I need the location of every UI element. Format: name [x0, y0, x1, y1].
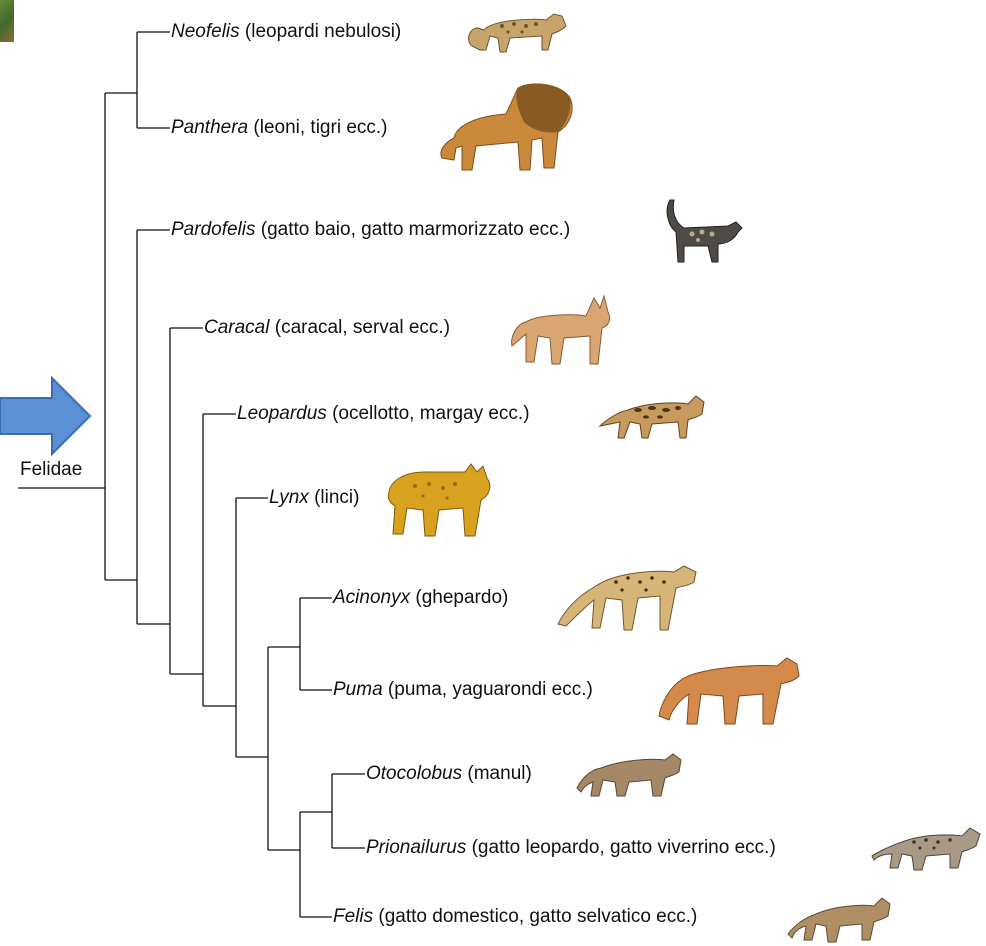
- common-names: (ghepardo): [410, 587, 508, 608]
- common-names: (gatto leopardo, gatto viverrino ecc.): [466, 837, 775, 858]
- genus-name: Felis: [333, 906, 373, 927]
- common-names: (manul): [462, 763, 532, 784]
- taxon-label-lynx: Lynx (linci): [269, 487, 359, 509]
- genus-name: Panthera: [171, 117, 248, 138]
- genus-name: Otocolobus: [366, 763, 462, 784]
- lion-image: [436, 80, 581, 175]
- taxon-label-prionailurus: Prionailurus (gatto leopardo, gatto vive…: [366, 837, 776, 859]
- genus-name: Puma: [333, 679, 383, 700]
- genus-name: Prionailurus: [366, 837, 466, 858]
- taxon-label-leopardus: Leopardus (ocellotto, margay ecc.): [237, 403, 530, 425]
- taxon-label-neofelis: Neofelis (leopardi nebulosi): [171, 21, 401, 43]
- manul-image: [573, 750, 685, 800]
- caracal-image: [508, 290, 618, 368]
- leopard-cat-image: [870, 820, 982, 872]
- genus-name: Caracal: [204, 317, 269, 338]
- taxon-label-caracal: Caracal (caracal, serval ecc.): [204, 317, 450, 339]
- wildcat-image: [786, 892, 892, 944]
- taxon-label-acinonyx: Acinonyx (ghepardo): [333, 587, 508, 609]
- common-names: (leoni, tigri ecc.): [248, 117, 387, 138]
- ocelot-image: [598, 390, 708, 442]
- taxon-label-panthera: Panthera (leoni, tigri ecc.): [171, 117, 388, 139]
- common-names: (caracal, serval ecc.): [269, 317, 450, 338]
- clouded-leopard-image: [462, 6, 574, 56]
- common-names: (gatto baio, gatto marmorizzato ecc.): [256, 219, 571, 240]
- common-names: (leopardi nebulosi): [240, 21, 402, 42]
- genus-name: Acinonyx: [333, 587, 410, 608]
- genus-name: Pardofelis: [171, 219, 256, 240]
- marbled-cat-image: [662, 196, 744, 268]
- root-label: Felidae: [20, 459, 82, 481]
- taxon-label-otocolobus: Otocolobus (manul): [366, 763, 532, 785]
- genus-name: Leopardus: [237, 403, 327, 424]
- taxon-label-pardofelis: Pardofelis (gatto baio, gatto marmorizza…: [171, 219, 570, 241]
- arrow-icon: [0, 378, 90, 454]
- common-names: (puma, yaguarondi ecc.): [383, 679, 593, 700]
- genus-name: Lynx: [269, 487, 309, 508]
- puma-image: [655, 654, 803, 728]
- taxon-label-felis: Felis (gatto domestico, gatto selvatico …: [333, 906, 697, 928]
- genus-name: Neofelis: [171, 21, 240, 42]
- common-names: (linci): [309, 487, 360, 508]
- taxon-label-puma: Puma (puma, yaguarondi ecc.): [333, 679, 593, 701]
- cheetah-image: [556, 562, 700, 634]
- common-names: (ocellotto, margay ecc.): [327, 403, 530, 424]
- lynx-image: [385, 462, 495, 540]
- common-names: (gatto domestico, gatto selvatico ecc.): [373, 906, 697, 927]
